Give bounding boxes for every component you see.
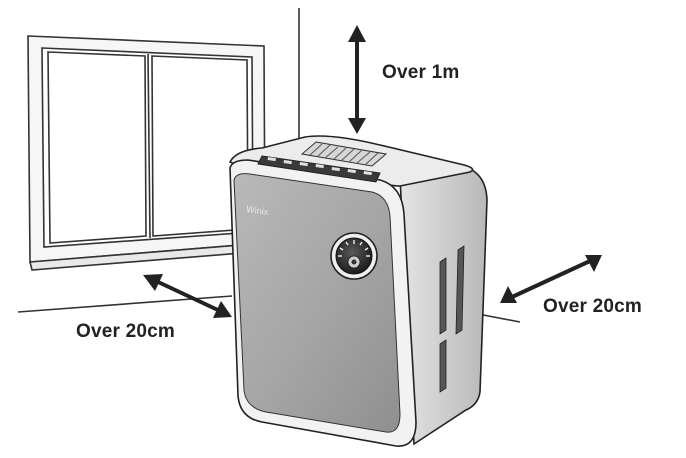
- top-vent-grille: [300, 141, 388, 167]
- window: [27, 35, 269, 271]
- control-button: [363, 171, 372, 176]
- floor-back-line: [17, 295, 233, 313]
- right-clearance-arrow-icon: [500, 255, 602, 303]
- control-button: [267, 157, 276, 162]
- left-clearance-arrow-icon: [143, 274, 232, 318]
- floor-right-line: [477, 313, 521, 323]
- window-left-pane: [47, 51, 147, 244]
- control-button: [283, 160, 292, 165]
- brand-logo: Winix: [246, 204, 270, 217]
- right-clearance-label: Over 20cm: [543, 296, 642, 317]
- side-vents: [439, 245, 465, 393]
- control-button: [347, 168, 356, 174]
- control-button: [331, 166, 340, 172]
- air-purifier: Winix: [228, 135, 488, 447]
- control-panel: [257, 155, 381, 183]
- control-button: [299, 162, 308, 167]
- clearance-arrows: [143, 25, 602, 318]
- air-quality-dial: [330, 232, 378, 280]
- window-mullion: [147, 53, 151, 239]
- top-clearance-label: Over 1m: [382, 62, 460, 83]
- left-clearance-label: Over 20cm: [76, 321, 175, 342]
- control-button: [315, 164, 324, 169]
- top-clearance-arrow-icon: [348, 25, 366, 134]
